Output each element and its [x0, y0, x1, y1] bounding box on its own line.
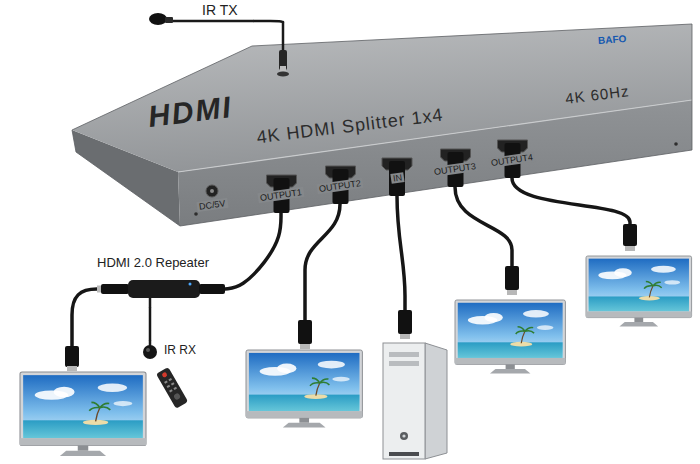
hdmi-plug [300, 344, 310, 349]
tv-screen [586, 256, 692, 326]
hdmi-plug [389, 161, 405, 196]
hdmi-port: OUTPUT4 [486, 138, 539, 178]
tv-screen [455, 300, 565, 374]
ir-transmitter: IR TX [140, 2, 254, 26]
power-socket [206, 185, 218, 197]
remote-control [167, 385, 171, 388]
hdmi-plug [625, 246, 635, 251]
hdmi-plug [65, 346, 79, 367]
pc-tower [389, 361, 419, 366]
housing-outline [72, 24, 692, 226]
hdmi-port: OUTPUT1 [255, 173, 308, 213]
brand-name: BAFO [597, 33, 626, 46]
hdmi-plug [507, 290, 517, 295]
device-label: IR RX [164, 344, 196, 358]
pc-tower [400, 432, 408, 440]
port-label: IN [390, 172, 404, 184]
ir-cable [282, 22, 285, 50]
housing-front [178, 100, 692, 226]
repeater-body [128, 280, 200, 298]
ir-cable [170, 20, 254, 23]
ir-cable [149, 298, 152, 308]
pc-tower [383, 343, 425, 459]
tv-screen [20, 372, 146, 456]
ir-receiver: IR RX [140, 340, 216, 364]
remote-control [173, 387, 177, 390]
remote-control [171, 382, 175, 385]
ir-sensor [146, 348, 150, 352]
pc-tower [425, 343, 447, 459]
hdmi-plug [67, 366, 77, 371]
status-led [189, 283, 192, 286]
remote-control [161, 372, 168, 379]
hdmi-port: IN [372, 156, 422, 196]
ir-jack [277, 72, 289, 77]
hdmi-cable [455, 187, 512, 268]
pc-tower [383, 343, 447, 459]
device-label: HDMI 2.0 Repeater [97, 256, 209, 271]
hdmi-cable [225, 213, 281, 289]
port-label: DC/5V [196, 198, 228, 212]
pc-tower [402, 434, 405, 437]
hdmi-plug [101, 284, 129, 294]
remote-control [169, 389, 173, 392]
remote-control [168, 378, 172, 381]
screw [194, 212, 198, 216]
ir-emitter [165, 17, 173, 23]
dc-power-jack: DC/5V [187, 183, 237, 223]
tv-screen [246, 350, 362, 428]
hdmi-cable [305, 204, 340, 322]
ir-cable [149, 308, 152, 340]
ir-sensor [143, 345, 157, 359]
remote-control [156, 367, 188, 409]
hdmi-plug [505, 266, 519, 290]
hdmi-plug [623, 224, 637, 246]
remote-control [156, 367, 188, 409]
screw [674, 142, 678, 146]
hdmi-cable [397, 196, 405, 312]
hdmi-cable [72, 289, 97, 348]
hdmi-plug [398, 310, 412, 334]
remote-control [164, 381, 168, 384]
audio-plug [280, 66, 286, 71]
audio-plug [279, 50, 287, 70]
ir-cable [254, 21, 283, 22]
pc-tower [389, 352, 419, 357]
hdmi-cable [512, 178, 630, 226]
device-label: IR TX [202, 2, 238, 18]
tv-screen [20, 256, 692, 456]
remote-control [173, 392, 181, 400]
splitter-body [72, 22, 692, 226]
power-pin [210, 189, 214, 193]
hdmi-plug [199, 284, 225, 294]
hdmi-plug [298, 320, 312, 344]
hdmi-repeater: HDMI 2.0 Repeater [95, 256, 225, 308]
hdmi-plug [65, 224, 637, 371]
ir-emitter [149, 13, 167, 25]
splitter-housing: HDMI4K HDMI Splitter 1x44K 60HzBAFODC/5V… [64, 22, 696, 230]
hdmi-port: OUTPUT2 [314, 164, 367, 204]
pc-tower [389, 452, 419, 456]
hdmi-port: OUTPUT3 [429, 147, 482, 187]
hdmi-plug [400, 334, 410, 339]
